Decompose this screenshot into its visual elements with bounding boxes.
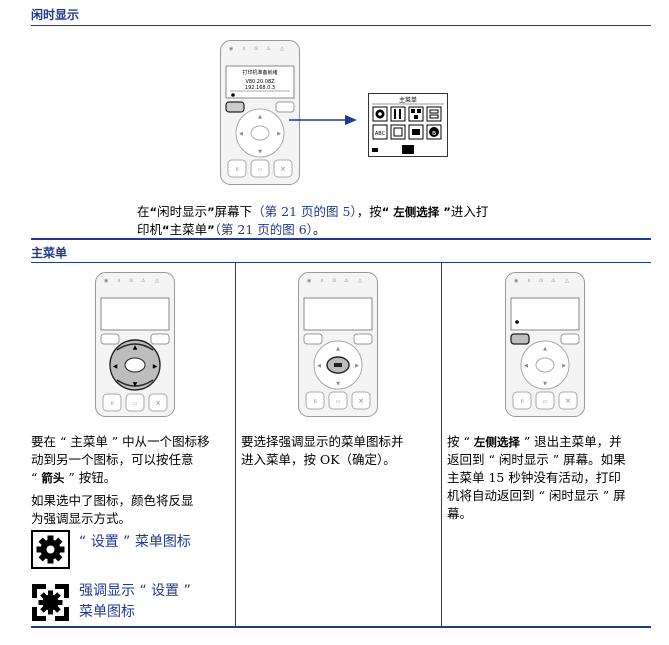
highlighted-settings-icon-label: 强调显示 “ 设置 ” 菜单图标: [79, 583, 191, 620]
svg-text:◀: ◀: [317, 363, 321, 369]
gear-icon: [372, 106, 388, 122]
svg-text:△: △: [280, 46, 284, 52]
printer-panel-ok: ◉ ॥ ⊙ ⚠ △ ▲ ▼ ◀ ▶ ॥ ▭ ×: [298, 272, 378, 417]
bluetooth-icon: ʙ: [426, 124, 442, 140]
section-title-main-menu: 主菜单: [31, 246, 68, 260]
arrow-right-button[interactable]: ▶: [153, 363, 158, 370]
svg-text:॥: ॥: [320, 278, 323, 284]
ports-icon: [390, 124, 406, 140]
svg-text:×: ×: [565, 397, 571, 405]
svg-text:▲: ▲: [258, 114, 262, 120]
svg-text:▲: ▲: [336, 346, 340, 352]
svg-text:×: ×: [280, 165, 286, 173]
left-select-button[interactable]: [510, 333, 530, 345]
svg-text:×: ×: [358, 397, 364, 405]
svg-text:◀: ◀: [524, 363, 528, 369]
right-select-button[interactable]: [275, 101, 295, 113]
svg-text:▶: ▶: [277, 131, 281, 137]
svg-text:⚠: ⚠: [551, 278, 556, 284]
svg-text:॥: ॥: [313, 398, 317, 405]
svg-text:▶: ▶: [355, 363, 359, 369]
arrow-down-button[interactable]: ▼: [133, 381, 138, 388]
svg-text:▭: ▭: [133, 401, 138, 407]
highlighted-gear-icon: [32, 584, 69, 621]
svg-text:▭: ▭: [336, 399, 341, 405]
col3-description: 按 “ 左侧选择 ” 退出主菜单，并 返回到 “ 闲时显示 ” 屏幕。如果 主菜…: [447, 434, 626, 521]
gear-icon: [31, 530, 70, 569]
svg-text:▲: ▲: [543, 346, 547, 352]
idle-caption: 在“闲时显示”屏幕下（第 21 页的图 5），按“ 左侧选择 ”进入打 印机“主…: [137, 204, 489, 237]
printer-panel-left-select: ◉ ॥ ⊙ ⚠ △ ▲ ▼ ◀ ▶ ॥ ▭ ×: [505, 272, 585, 417]
settings-icon-label: “ 设置 ” 菜单图标: [79, 534, 191, 550]
svg-text:▼: ▼: [336, 381, 340, 387]
svg-text:⊙: ⊙: [129, 278, 133, 284]
left-select-button[interactable]: [225, 101, 245, 113]
svg-text:◉: ◉: [229, 46, 233, 52]
svg-text:॥: ॥: [235, 166, 239, 173]
svg-text:▼: ▼: [258, 149, 262, 155]
svg-text:×: ×: [155, 399, 161, 407]
header-rule: [31, 262, 651, 263]
svg-text:▭: ▭: [258, 167, 263, 173]
svg-text:▼: ▼: [543, 381, 547, 387]
svg-text:◀: ◀: [239, 131, 243, 137]
svg-text:ABC: ABC: [375, 131, 386, 137]
section-title-idle: 闲时显示: [31, 8, 80, 22]
column-divider: [441, 262, 442, 626]
main-menu-screen: 主菜单 ABC ʙ: [368, 93, 448, 157]
svg-text:△: △: [565, 278, 569, 284]
battery-icon: [426, 106, 442, 122]
figure-5-link[interactable]: （第 21 页的图 5）: [252, 204, 357, 219]
sensors-icon: [408, 124, 424, 140]
network-icon: [408, 106, 424, 122]
language-icon: ABC: [372, 124, 388, 140]
col1-description: 要在 “ 主菜单 ” 中从一个图标移 动到另一个图标，可以按任意 “ 箭头 ” …: [31, 434, 210, 526]
svg-text:⚠: ⚠: [266, 46, 271, 52]
arrow-icon: [289, 115, 357, 125]
svg-text:◉: ◉: [514, 278, 518, 284]
svg-text:॥: ॥: [527, 278, 530, 284]
svg-text:॥: ॥: [117, 278, 120, 284]
svg-text:◉: ◉: [307, 278, 311, 284]
svg-text:॥: ॥: [520, 398, 524, 405]
svg-text:॥: ॥: [242, 46, 245, 52]
arrow-up-button[interactable]: ▲: [133, 344, 138, 351]
printer-screen-line3: 192.168.0.3: [245, 85, 275, 91]
arrow-left-button[interactable]: ◀: [113, 363, 118, 370]
printer-screen-line2: V80.20.08Z: [245, 79, 275, 85]
column-divider: [235, 262, 236, 626]
svg-text:▭: ▭: [543, 399, 548, 405]
header-rule: [31, 25, 651, 26]
figure-6-link[interactable]: （第 21 页的图 6）: [214, 222, 313, 237]
svg-text:⚠: ⚠: [344, 278, 349, 284]
bottom-rule: [31, 626, 651, 628]
svg-text:⊙: ⊙: [254, 46, 258, 52]
section-divider: [31, 238, 651, 240]
svg-text:△: △: [155, 278, 159, 284]
svg-text:△: △: [358, 278, 362, 284]
svg-text:◉: ◉: [104, 278, 108, 284]
printer-control-panel: ◉ ॥ ⊙ ⚠ △ 打印机准备就绪 V80.20.08Z 192.168.0.3 ▲ ▼…: [220, 40, 300, 185]
tools-icon: [390, 106, 406, 122]
svg-text:⊙: ⊙: [539, 278, 543, 284]
main-menu-screen-title: 主菜单: [399, 96, 417, 104]
svg-text:॥: ॥: [110, 400, 114, 407]
col2-description: 要选择强调显示的菜单图标并 进入菜单，按 OK（确定）。: [241, 434, 404, 467]
svg-text:ʙ: ʙ: [432, 129, 436, 137]
svg-text:⊙: ⊙: [332, 278, 336, 284]
svg-text:⚠: ⚠: [141, 278, 146, 284]
printer-panel-arrows: ◉ ॥ ⊙ ⚠ △ ▲ ▼ ◀ ▶ ॥ ▭ ×: [95, 272, 175, 417]
printer-screen-line1: 打印机准备就绪: [242, 69, 277, 76]
svg-text:▶: ▶: [562, 363, 566, 369]
